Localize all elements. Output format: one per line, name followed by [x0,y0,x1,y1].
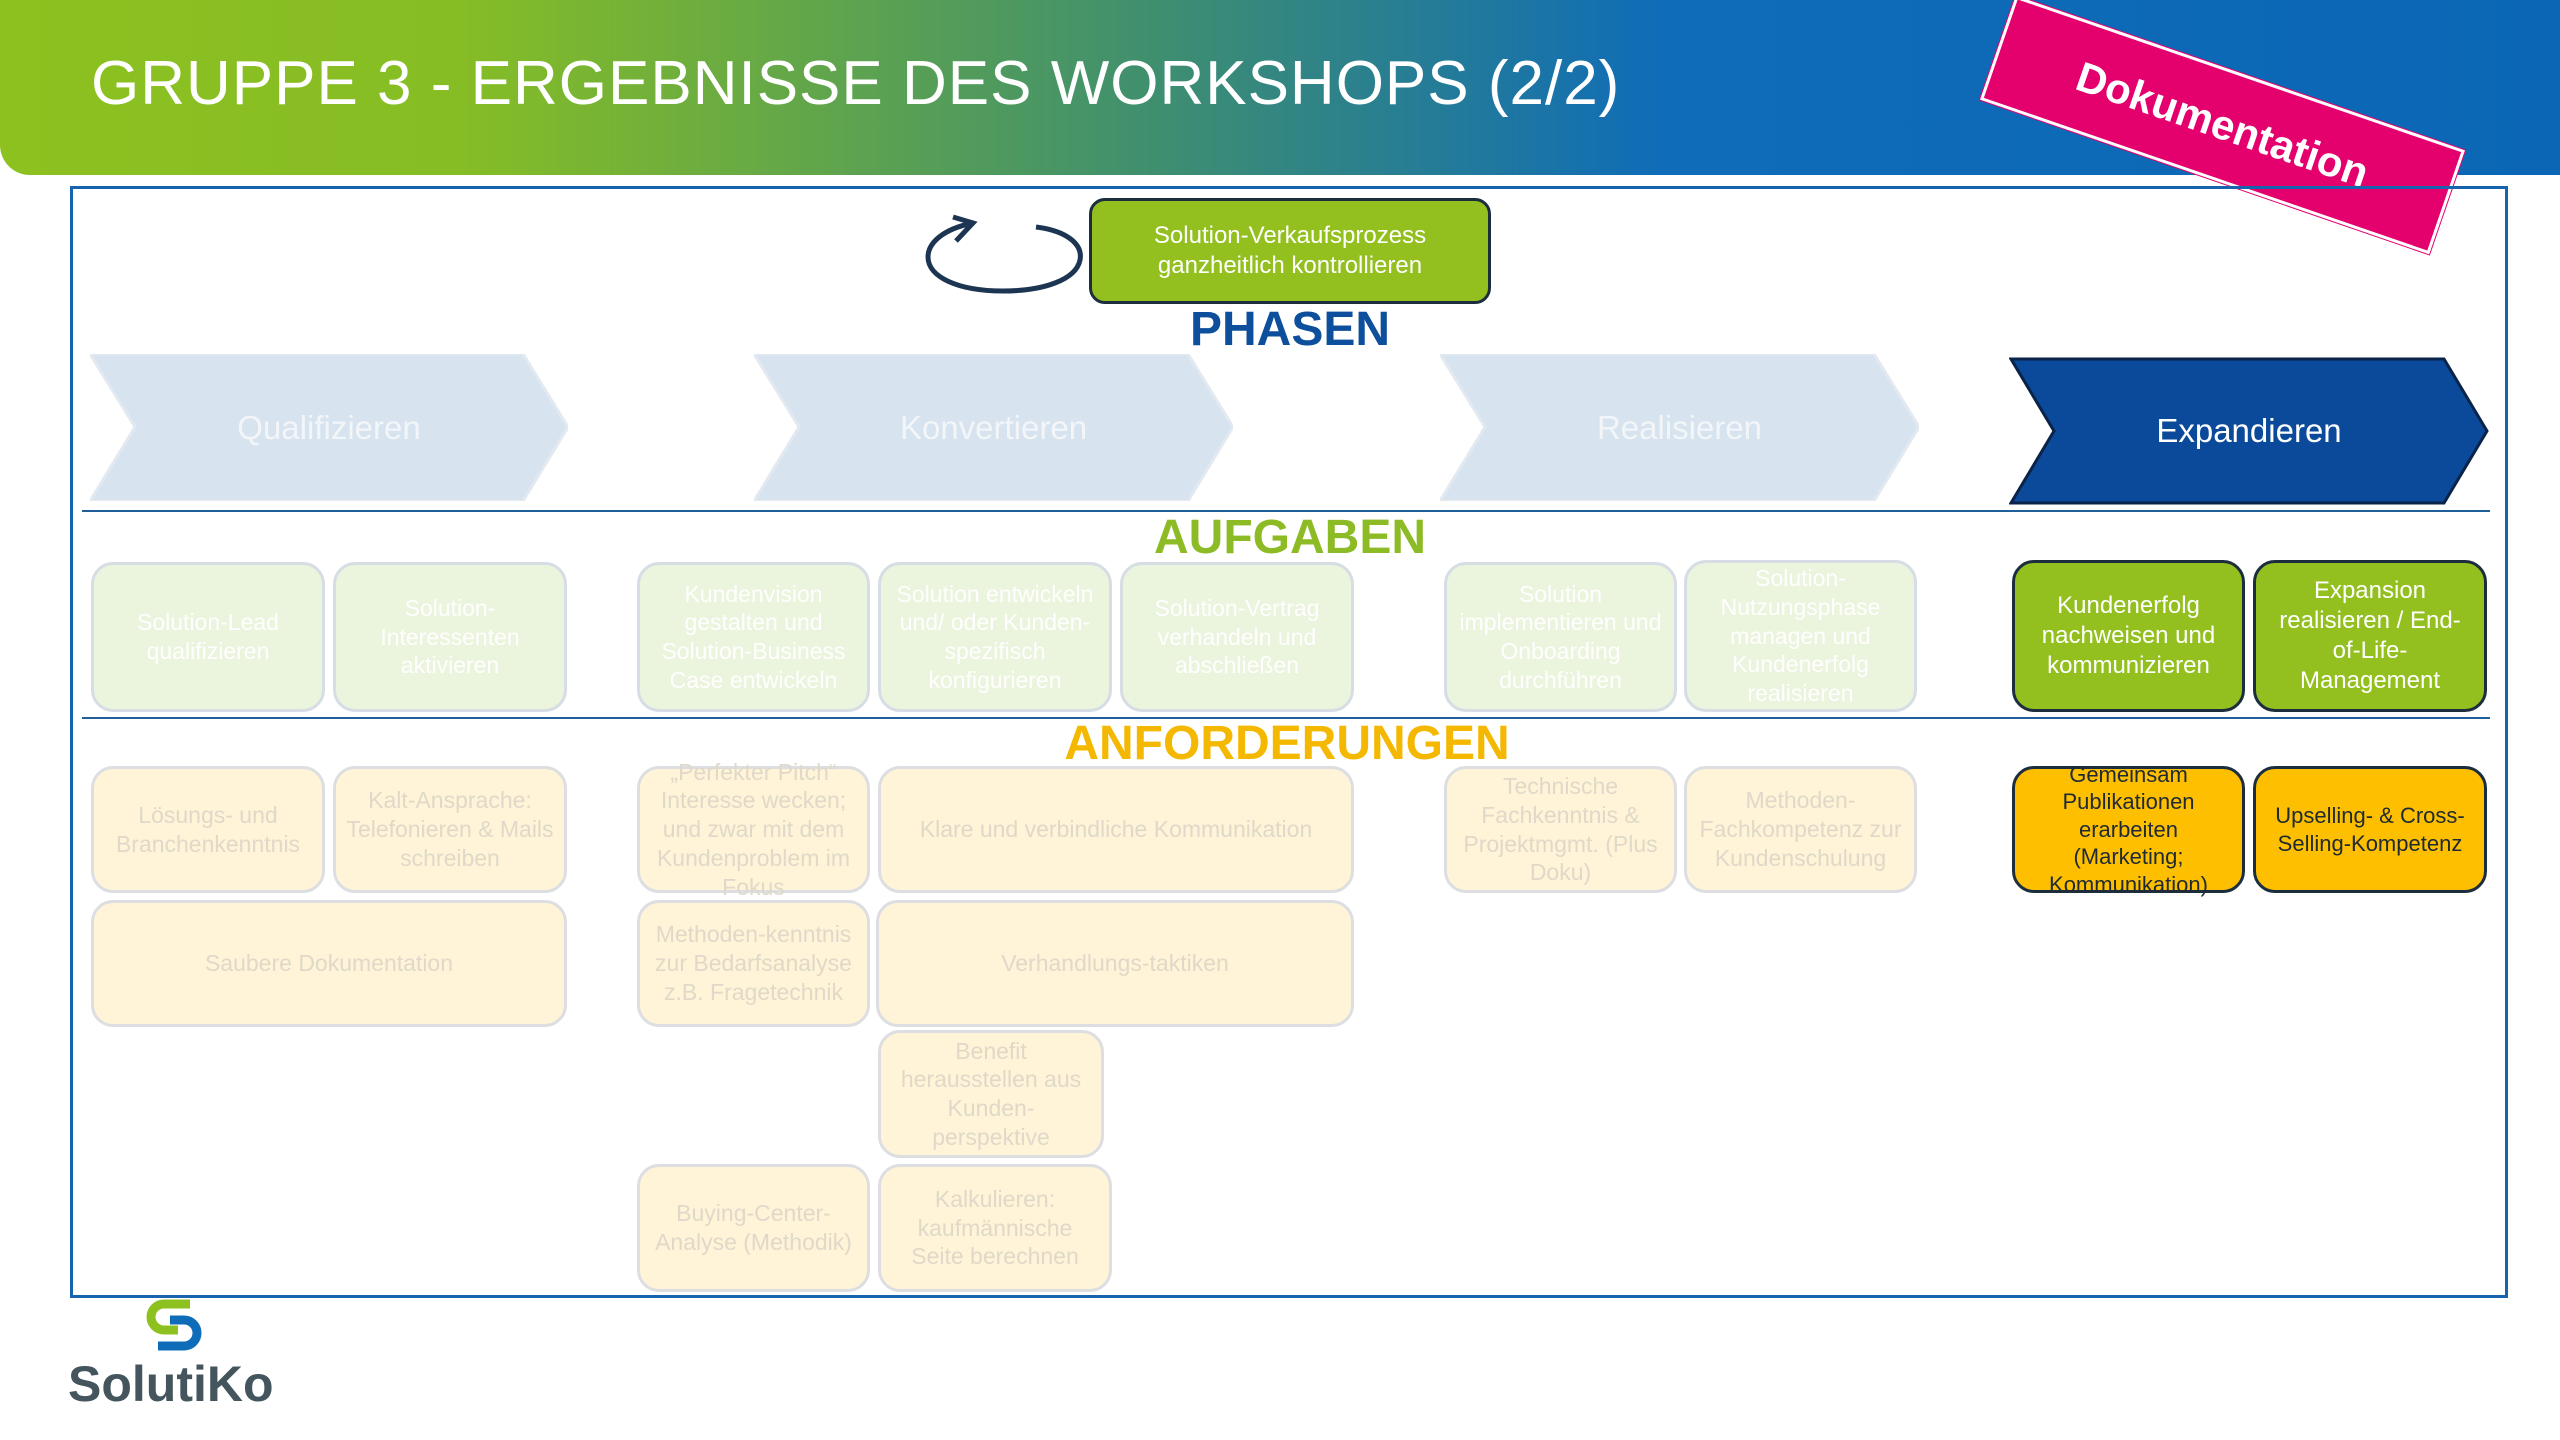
phase-chevron-realisieren: Realisieren [1440,354,1919,501]
phase-label: Expandieren [2156,411,2342,449]
task-box-active: Kundenerfolg nachweisen und kommuniziere… [2012,560,2245,712]
section-heading-phasen: PHASEN [1189,303,1391,356]
divider [82,717,2490,719]
content-frame [70,186,2508,1298]
requirement-box: Saubere Dokumentation [91,900,567,1027]
requirement-box: Klare und verbindliche Kommunikation [878,766,1354,893]
phase-chevron-qualifizieren: Qualifizieren [90,354,568,501]
task-box: Solution-Vertrag verhandeln und abschlie… [1120,562,1354,712]
requirement-box: Kalkulieren: kaufmännische Seite berechn… [878,1164,1112,1292]
section-heading-anforderungen: ANFORDERUNGEN [1064,717,1510,770]
solutiko-logo-icon [146,1299,202,1351]
divider [82,510,2490,512]
task-box: Solution implementieren und Onboarding d… [1444,562,1677,712]
requirement-box: Lösungs- und Branchenkenntnis [91,766,325,893]
phase-chevron-expandieren: Expandieren [2009,357,2489,505]
task-box: Solution-Nutzungsphase managen und Kunde… [1684,560,1917,712]
requirement-box: Kalt-Ansprache: Telefonieren & Mails sch… [333,766,567,893]
phase-label: Realisieren [1596,408,1763,446]
requirement-box: Verhandlungs-taktiken [876,900,1354,1027]
task-box: Solution entwickeln und/ oder Kunden-spe… [878,562,1112,712]
task-box: Kundenvision gestalten und Solution-Busi… [637,562,870,712]
requirement-box: Methoden-Fachkompetenz zur Kundenschulun… [1684,766,1917,893]
requirement-box: Benefit herausstellen aus Kunden-perspek… [878,1030,1104,1158]
phase-chevron-konvertieren: Konvertieren [754,354,1233,501]
requirement-box: Buying-Center-Analyse (Methodik) [637,1164,870,1292]
page-title: GRUPPE 3 - ERGEBNISSE DES WORKSHOPS (2/2… [91,49,1621,118]
requirement-box-active: Upselling- & Cross-Selling-Kompetenz [2253,766,2487,893]
requirement-box-active: Gemeinsam Publikationen erarbeiten (Mark… [2012,762,2245,897]
requirement-box: Methoden-kenntnis zur Bedarfsanalyse z.B… [637,900,870,1027]
top-goal-box: Solution-Verkaufsprozess ganzheitlich ko… [1089,198,1491,304]
section-heading-aufgaben: AUFGABEN [1154,511,1426,564]
task-box: Solution-Interessenten aktivieren [333,562,567,712]
phase-label: Qualifizieren [237,408,421,446]
requirement-box: „Perfekter Pitch“ Interesse wecken; und … [637,759,870,900]
requirement-box: Technische Fachkenntnis & Projektmgmt. (… [1444,766,1677,893]
task-box: Solution-Lead qualifizieren [91,562,325,712]
task-box-active: Expansion realisieren / End-of-Life-Mana… [2253,560,2487,712]
solutiko-logo-text: SolutiKo [68,1356,274,1412]
phase-label: Konvertieren [899,408,1088,446]
cycle-arrow-icon [925,214,1083,294]
